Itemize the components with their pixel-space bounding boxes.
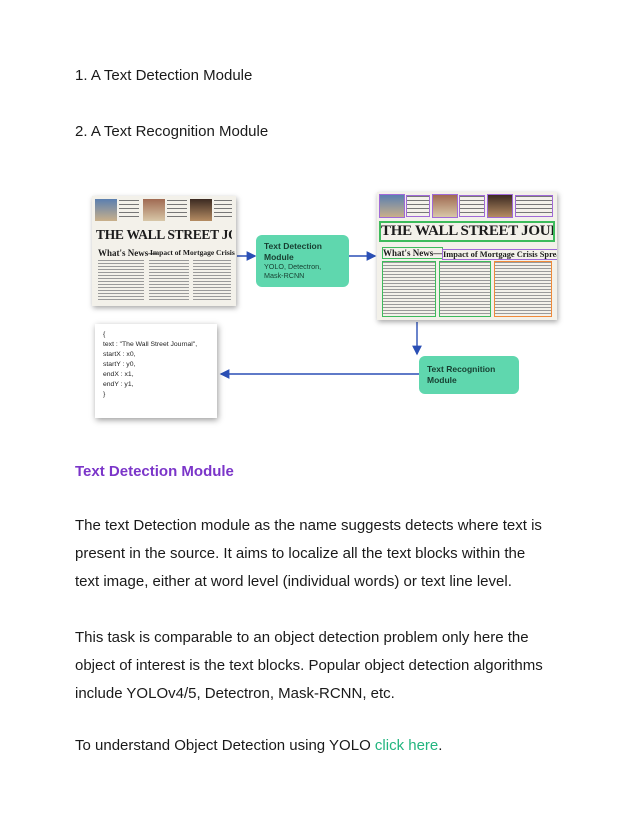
recognition-box-line2: Module [427, 374, 457, 385]
list-item-text-recognition: 2. A Text Recognition Module [75, 123, 269, 140]
newspaper-photo [143, 199, 165, 221]
json-line: text : "The Wall Street Journal", [103, 341, 198, 348]
paragraph-line: text image, either at word level (indivi… [75, 573, 512, 590]
json-line: { [103, 331, 106, 338]
recognition-box-line1: Text Recognition [427, 364, 496, 374]
json-line: endX : x1, [103, 371, 134, 378]
yolo-text: To understand Object Detection using YOL… [75, 737, 375, 754]
newspaper-annotated: THE WALL STREET JOURNAL. What's News— Im… [377, 192, 557, 320]
annotated-headline: Impact of Mortgage Crisis Spreads [441, 249, 557, 260]
annotated-masthead: THE WALL STREET JOURNAL. [379, 221, 555, 242]
section-heading: Text Detection Module [75, 463, 234, 480]
json-line: startY : y0, [103, 361, 136, 368]
paragraph-line: include YOLOv4/5, Detectron, Mask-RCNN, … [75, 685, 395, 702]
newspaper-headline: Impact of Mortgage Crisis Spreads [150, 248, 236, 257]
paragraph-line: This task is comparable to an object det… [75, 629, 529, 646]
paragraph-line: present in the source. It aims to locali… [75, 545, 526, 562]
detection-box-detail-line2: Mask-RCNN [264, 271, 305, 280]
period: . [438, 737, 443, 754]
newspaper-photo [190, 199, 212, 221]
annotated-whats-news: What's News— [381, 247, 444, 259]
ocr-pipeline-figure: THE WALL STREET JOURNAL. What's News— Im… [85, 188, 563, 418]
newspaper-photo [95, 199, 117, 221]
text-recognition-module-box: Text Recognition Module [419, 356, 519, 394]
newspaper-masthead: THE WALL STREET JOURNAL. [96, 227, 232, 242]
json-line: } [103, 391, 106, 398]
paragraph-object-detection: This task is comparable to an object det… [75, 624, 575, 708]
detection-box-title-line1: Text Detection [264, 241, 322, 251]
list-item-text-detection: 1. A Text Detection Module [75, 67, 253, 84]
text-detection-module-box: Text Detection Module YOLO, Detectron, M… [256, 235, 349, 287]
detection-box-title-line2: Module [264, 251, 294, 262]
json-line: startX : x0, [103, 351, 136, 358]
paragraph-line: object of interest is the text blocks. P… [75, 657, 543, 674]
detection-box-detail-line1: YOLO, Detectron, [264, 262, 322, 271]
json-line: endY : y1, [103, 381, 134, 388]
json-output-card: { text : "The Wall Street Journal", star… [95, 324, 217, 418]
paragraph-line: The text Detection module as the name su… [75, 517, 542, 534]
paragraph-yolo-link: To understand Object Detection using YOL… [75, 732, 575, 760]
paragraph-detection-intro: The text Detection module as the name su… [75, 512, 575, 596]
newspaper-whats-news: What's News— [98, 248, 158, 258]
click-here-link[interactable]: click here [374, 737, 439, 754]
pipeline-arrows [219, 251, 422, 379]
newspaper-original: THE WALL STREET JOURNAL. What's News— Im… [92, 196, 236, 306]
